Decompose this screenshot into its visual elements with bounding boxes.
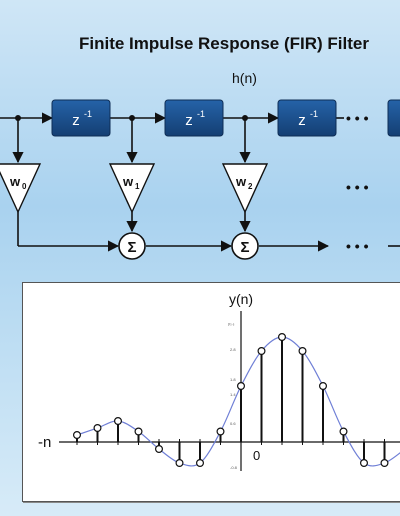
weight-sub: 0 — [22, 182, 27, 191]
ellipsis-delay-row: • • • — [346, 110, 369, 126]
delay-block-partial — [387, 99, 400, 137]
fir-block-diagram: z -1 z -1 z -1 w 0 w 1 w 2 — [0, 99, 400, 260]
delay-label: z — [298, 112, 306, 129]
stem-marker — [93, 424, 102, 433]
output-plot-panel: y(n) -n 0 y₃.₅ 2.8 1.8 1.4 0.6 -0.8 — [22, 282, 400, 502]
weight-base: w — [9, 174, 21, 189]
origin-label: 0 — [253, 448, 260, 463]
weight-sub: 1 — [135, 182, 140, 191]
x-axis-neg-label: -n — [38, 434, 51, 451]
delay-label: z — [185, 112, 193, 129]
stem-marker — [72, 431, 81, 440]
stem-marker — [237, 381, 246, 390]
stem-marker — [175, 459, 184, 468]
ellipsis-weight-row: • • • — [346, 179, 369, 195]
peak-label: y₃.₅ — [228, 321, 235, 326]
y-tick-label: 1.4 — [230, 392, 236, 397]
summer-node-1: Σ — [118, 232, 146, 260]
stem-marker — [360, 459, 369, 468]
stem-marker — [319, 381, 328, 390]
stem-marker — [278, 332, 287, 341]
stem-marker — [339, 427, 348, 436]
envelope-curve — [76, 336, 400, 467]
y-axis-label: y(n) — [229, 291, 253, 307]
sum-symbol: Σ — [127, 239, 136, 256]
stem-marker — [155, 445, 164, 454]
delay-exponent: -1 — [310, 109, 318, 119]
summer-node-2: Σ — [231, 232, 259, 260]
weight-base: w — [235, 174, 247, 189]
delay-exponent: -1 — [197, 109, 205, 119]
stem-marker — [257, 346, 266, 355]
stem-marker — [216, 427, 225, 436]
stem-marker — [196, 459, 205, 468]
output-label: h(n) — [232, 70, 257, 86]
stem-plot: y(n) -n 0 y₃.₅ 2.8 1.8 1.4 0.6 -0.8 — [38, 291, 400, 471]
ellipsis-sum-row: • • • — [346, 238, 369, 254]
stem-marker — [134, 427, 143, 436]
y-tick-label: 0.6 — [230, 421, 236, 426]
y-tick-label: 2.8 — [230, 347, 236, 352]
delay-block-2: z -1 — [164, 99, 224, 137]
weight-triangle-1: w 1 — [108, 163, 156, 214]
stem-marker — [380, 459, 389, 468]
delay-block-3: z -1 — [277, 99, 337, 137]
diagram-title: Finite Impulse Response (FIR) Filter — [79, 34, 369, 53]
delay-exponent: -1 — [84, 109, 92, 119]
stem-marker — [113, 417, 122, 426]
weight-triangle-0: w 0 — [0, 163, 42, 214]
weight-sub: 2 — [248, 182, 253, 191]
delay-block-1: z -1 — [51, 99, 111, 137]
sum-symbol: Σ — [240, 239, 249, 256]
delay-label: z — [72, 112, 80, 129]
stem-marker — [298, 346, 307, 355]
weight-triangle-2: w 2 — [221, 163, 269, 214]
y-tick-label: -0.8 — [230, 465, 238, 470]
y-tick-label: 1.8 — [230, 377, 236, 382]
weight-base: w — [122, 174, 134, 189]
